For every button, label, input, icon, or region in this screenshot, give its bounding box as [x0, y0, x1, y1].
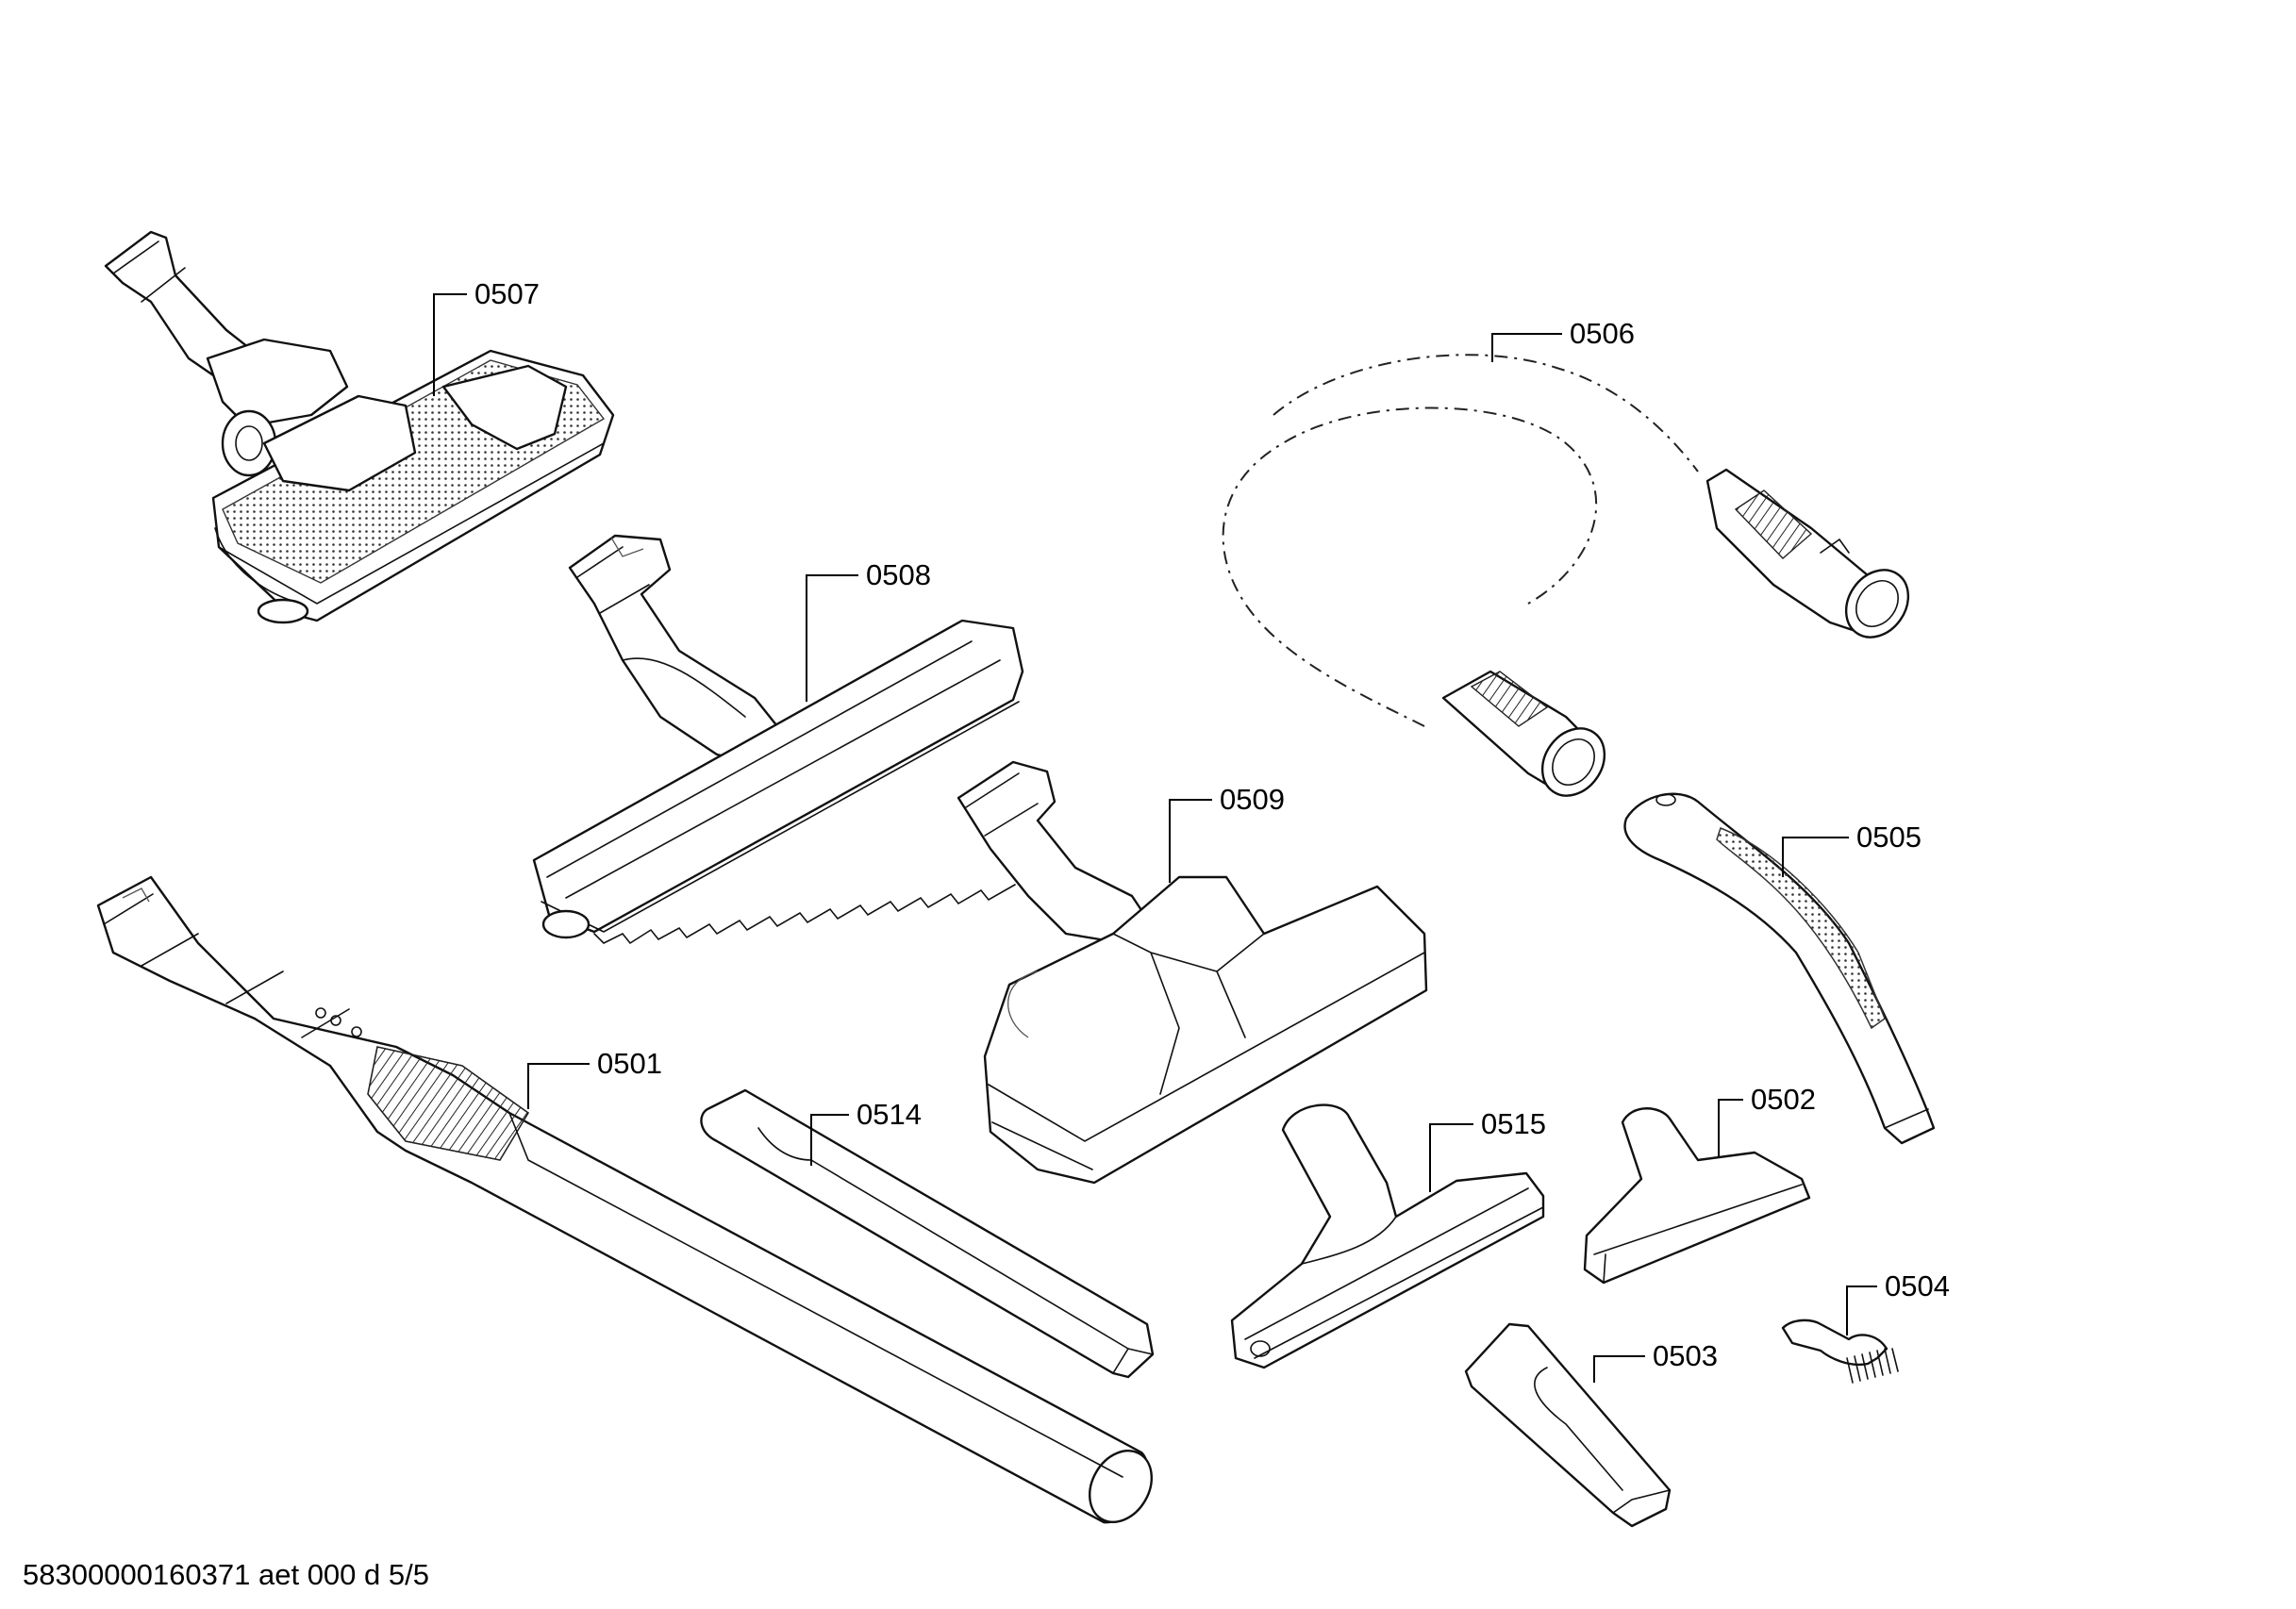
label-0503: 0503: [1653, 1339, 1718, 1372]
leader-0509: [1169, 799, 1212, 883]
label-0515: 0515: [1481, 1107, 1546, 1140]
part-0505-handle: [1623, 792, 1936, 1145]
leader-0507: [433, 293, 467, 396]
leader-0504: [1846, 1286, 1877, 1335]
label-0509: 0509: [1220, 783, 1285, 816]
part-0501-telescopic-tube: [96, 875, 1153, 1524]
leader-0503: [1593, 1355, 1645, 1383]
label-0504: 0504: [1885, 1269, 1950, 1302]
part-labels: 0507 0506 0508 0509 0505 0501 0514 0515 …: [474, 277, 1950, 1372]
leader-0514: [810, 1114, 849, 1166]
part-0514-extension-tube: [700, 1088, 1155, 1379]
label-0506: 0506: [1570, 317, 1635, 350]
label-0501: 0501: [597, 1047, 662, 1080]
part-0508-hard-floor-nozzle: [532, 534, 1024, 945]
part-0503-crevice-nozzle: [1464, 1322, 1672, 1528]
leader-0501: [527, 1063, 590, 1109]
label-0505: 0505: [1856, 821, 1922, 854]
label-0502: 0502: [1751, 1083, 1816, 1116]
leader-0515: [1429, 1123, 1473, 1192]
leader-0505: [1782, 837, 1849, 877]
leader-0506: [1491, 333, 1562, 362]
label-0508: 0508: [866, 558, 931, 591]
part-0509-floor-nozzle: [957, 760, 1428, 1185]
drawing-reference-footer: 58300000160371 aet 000 d 5/5: [23, 1558, 429, 1591]
part-0506-hose: [1222, 354, 1910, 797]
label-0514: 0514: [857, 1098, 922, 1131]
part-0502-small-nozzle: [1583, 1107, 1811, 1285]
leader-0502: [1718, 1099, 1743, 1156]
part-0504-brush: [1781, 1319, 1899, 1384]
part-0507-turbo-nozzle: [104, 230, 615, 624]
part-0515-upholstery-nozzle: [1230, 1103, 1545, 1369]
leader-lines: [433, 293, 1877, 1383]
label-0507: 0507: [474, 277, 540, 310]
leader-0508: [806, 574, 858, 702]
